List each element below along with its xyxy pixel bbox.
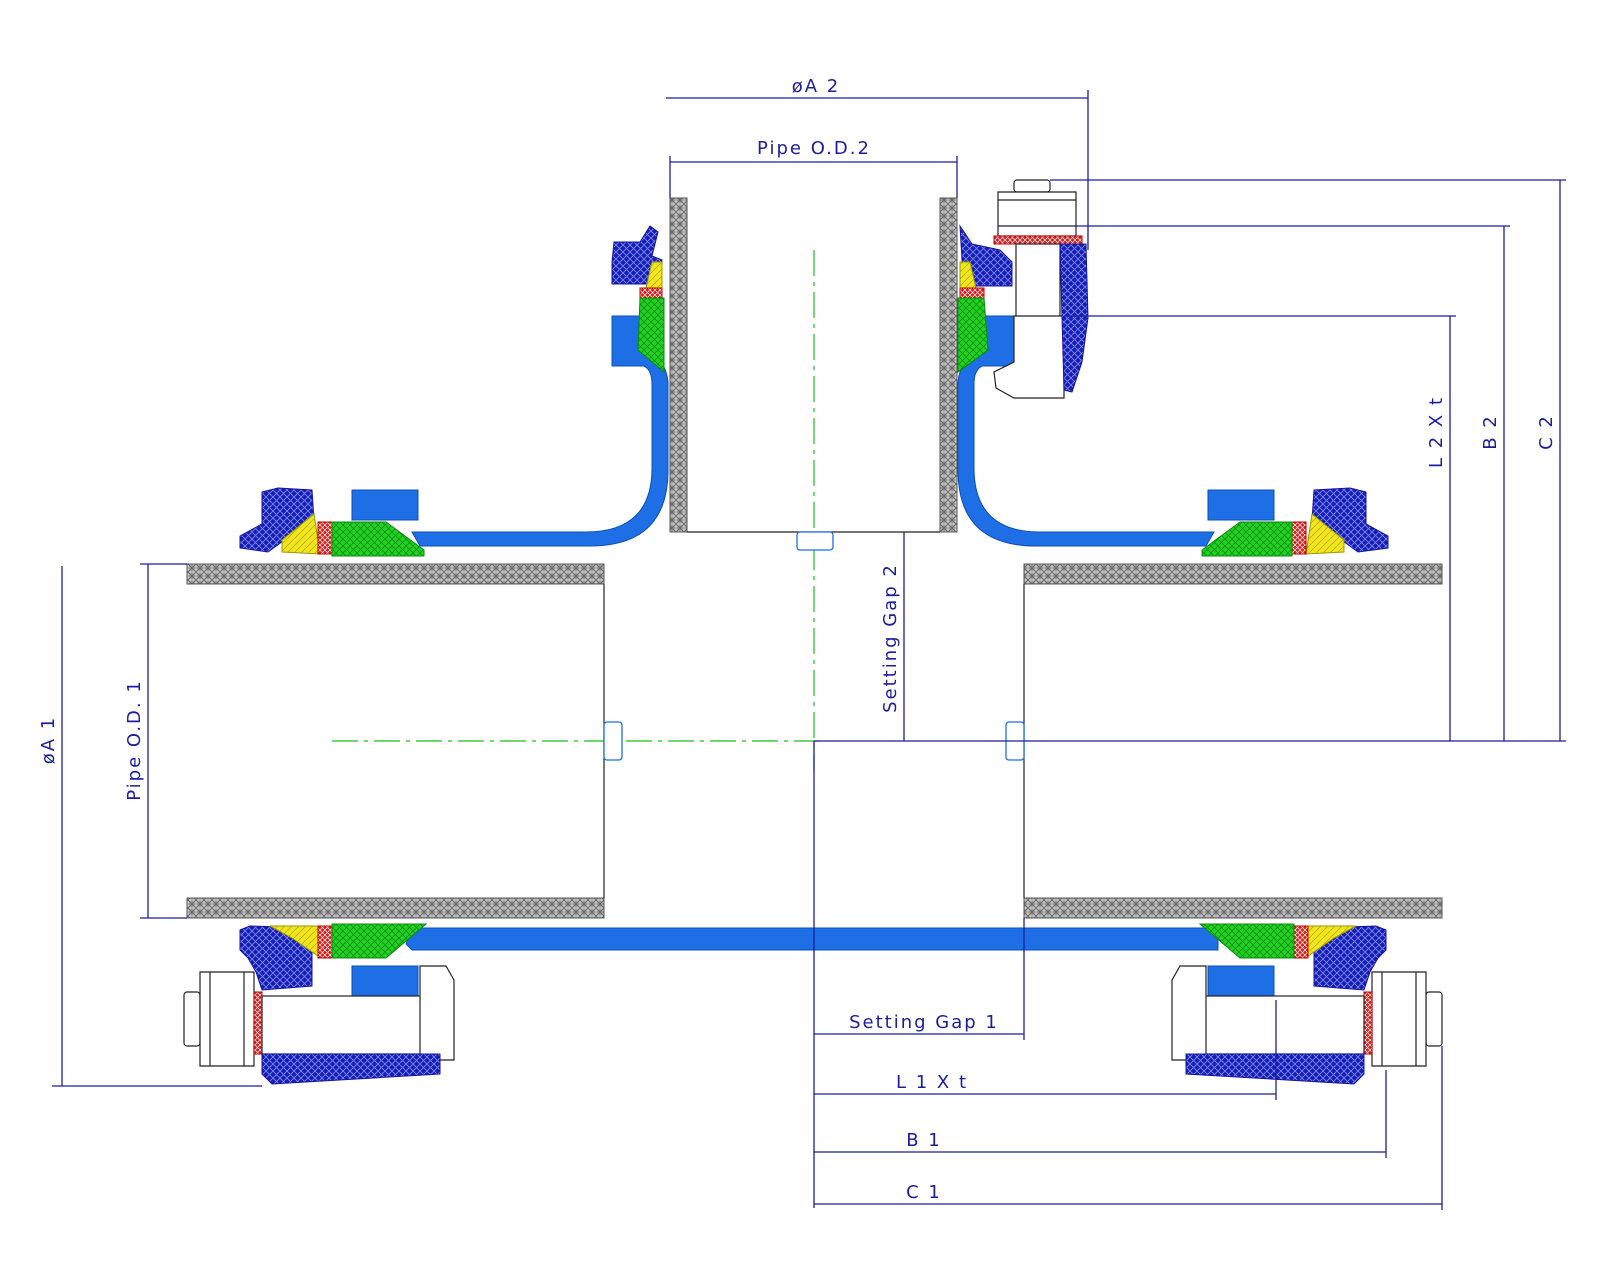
tee-body-upper-left-elbow <box>411 315 669 547</box>
upper-left-ring <box>317 521 333 555</box>
run-seal-lower-left <box>239 923 428 991</box>
lower-right-bolt-head <box>1171 965 1207 1061</box>
left-pipe-marker <box>603 721 623 761</box>
right-pipe-top-wall <box>1023 563 1443 585</box>
upper-bolt-assembly <box>993 179 1089 399</box>
upper-left-gasket <box>331 521 425 557</box>
upper-right-gasket <box>1201 521 1293 557</box>
label-pipe-od1: Pipe O.D. 1 <box>124 679 145 801</box>
upper-left-flange <box>239 487 315 553</box>
branch-seal-left <box>611 225 665 374</box>
branch-flange-left <box>611 225 663 285</box>
branch-pipe-wall-right <box>939 197 958 533</box>
lower-left-bolt-tip <box>183 991 201 1047</box>
label-c2: C 2 <box>1536 414 1557 450</box>
label-setting-gap2: Setting Gap 2 <box>880 563 901 713</box>
label-a2: øA 2 <box>792 76 841 97</box>
centerlines <box>332 250 820 770</box>
lower-left-bolt-shank <box>261 995 423 1055</box>
run-seal-lower-right <box>1198 923 1387 991</box>
branch-ring-right <box>959 287 985 299</box>
upper-right-ring <box>1291 521 1307 555</box>
lower-right-bolt-washer <box>1363 991 1373 1055</box>
left-pipe-bottom-wall <box>186 897 605 919</box>
label-a1: øA 1 <box>38 716 59 765</box>
tee-body-upper-right-lug <box>1207 489 1275 521</box>
left-pipe-top-wall <box>186 563 605 585</box>
label-setting-gap1: Setting Gap 1 <box>849 1012 999 1033</box>
branch-gasket-left <box>637 297 665 374</box>
lower-left-bolt-head <box>419 965 455 1061</box>
tee-body-upper-left-lug <box>351 489 419 521</box>
lower-left-gasket <box>331 923 428 959</box>
dimension-labels: øA 2 Pipe O.D.2 L 2 X t B 2 C 2 Setting … <box>38 76 1557 1203</box>
right-pipe-bottom-wall <box>1023 897 1443 919</box>
label-c1: C 1 <box>906 1182 942 1203</box>
lower-left-ring <box>317 925 333 959</box>
label-b1: B 1 <box>906 1130 942 1151</box>
label-l2xt: L 2 X t <box>1426 396 1447 468</box>
tee-body-lower-left-lug <box>351 965 419 997</box>
lower-right-ring <box>1293 925 1309 959</box>
upper-right-flange <box>1311 487 1389 553</box>
lower-right-bolt-tip <box>1425 991 1443 1047</box>
lower-right-bolt-assembly <box>1171 965 1443 1085</box>
lower-left-bolt-washer <box>253 991 263 1055</box>
label-l1xt: L 1 X t <box>896 1072 968 1093</box>
dimensions <box>52 90 1566 1210</box>
run-seal-upper-left <box>239 487 425 557</box>
lower-left-bolt-flange-ear <box>261 1053 441 1085</box>
branch-pipe-marker <box>796 531 834 551</box>
upper-bolt-washer <box>993 235 1083 245</box>
branch-ring-left <box>639 287 663 299</box>
tee-body-bottom-band <box>405 927 1219 951</box>
tee-body-upper-right-elbow <box>957 315 1215 547</box>
upper-bolt-flange-ear <box>1059 243 1089 393</box>
lower-left-bolt-assembly <box>183 965 455 1085</box>
lower-right-bolt-shank <box>1203 995 1365 1055</box>
lower-left-bolt-nut <box>199 971 255 1067</box>
branch-seal-right <box>957 224 1013 373</box>
label-b2: B 2 <box>1480 414 1501 450</box>
lower-right-bolt-flange-ear <box>1185 1053 1365 1085</box>
lower-right-bolt-nut <box>1371 971 1427 1067</box>
branch-gasket-right <box>957 297 989 373</box>
tee-body-lower-right-lug <box>1207 965 1275 997</box>
upper-bolt-nut <box>997 191 1077 237</box>
branch-pipe-wall-left <box>669 197 688 533</box>
run-seal-upper-right <box>1201 487 1389 557</box>
label-pipe-od2: Pipe O.D.2 <box>757 138 871 159</box>
run-pipes <box>186 563 1443 919</box>
branch-pipe <box>669 197 958 551</box>
tee-body <box>351 315 1275 997</box>
lower-right-gasket <box>1198 923 1295 959</box>
upper-bolt-tip <box>1013 179 1051 193</box>
